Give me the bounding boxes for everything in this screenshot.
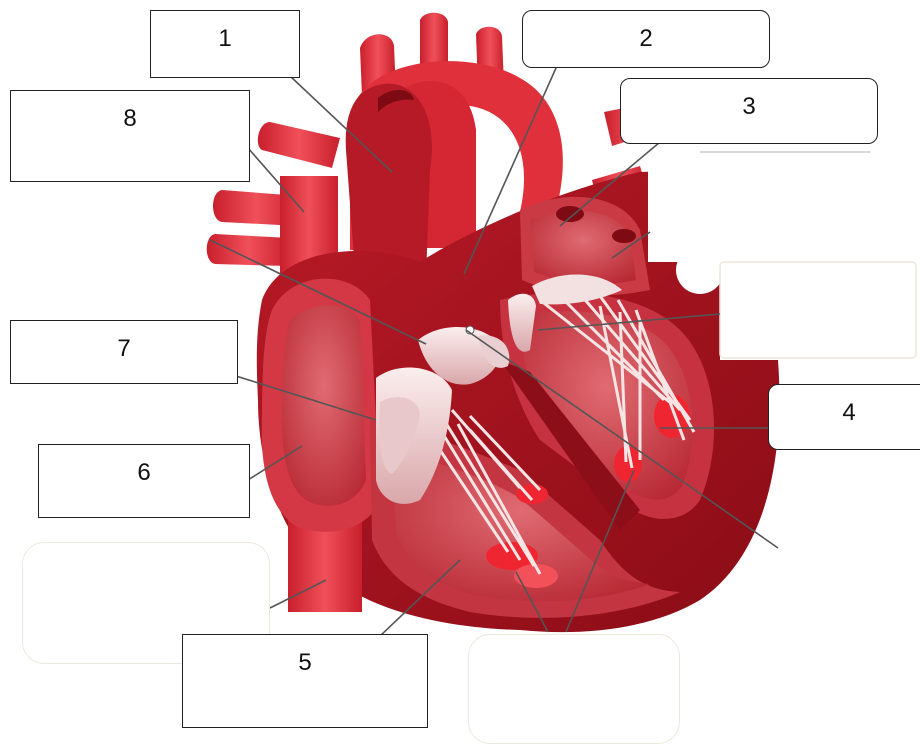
label-3: 3 [742, 93, 755, 120]
label-box-2: 2 [522, 10, 770, 68]
label-box-3: 3 [620, 78, 878, 144]
label-box-7: 7 [10, 320, 238, 384]
label-box-4: 4 [768, 384, 920, 450]
label-5: 5 [298, 649, 311, 676]
label-box-1: 1 [150, 10, 300, 78]
empty-label-box-bottom [468, 634, 680, 744]
label-6: 6 [137, 459, 150, 486]
label-1: 1 [218, 25, 231, 52]
label-box-5: 5 [182, 634, 428, 728]
label-8: 8 [123, 105, 136, 132]
label-2: 2 [639, 25, 652, 52]
label-7: 7 [117, 335, 130, 362]
label-box-6: 6 [38, 444, 250, 518]
label-4: 4 [842, 399, 855, 426]
label-box-8: 8 [10, 90, 250, 182]
